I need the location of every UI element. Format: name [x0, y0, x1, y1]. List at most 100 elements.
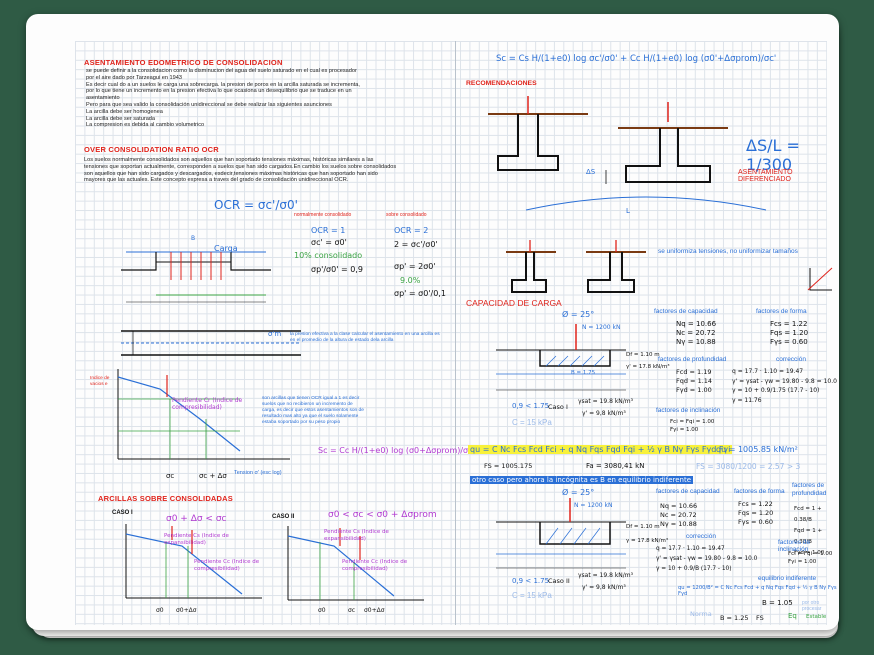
corr-title: corrección [776, 356, 806, 363]
top-formula: Sc = Cs H/(1+e0) log σc'/σ0' + Cc H/(1+e… [496, 54, 777, 64]
phi-2: Ø = 25° [562, 488, 595, 497]
ff-item: Fcs = 1.22 [770, 320, 808, 328]
fc2-item: Nγ = 10.88 [660, 520, 697, 528]
fi2-item: Fγi = 1.00 [788, 559, 817, 565]
ocr-line: tensiones que soportan actualmente, corr… [84, 163, 397, 170]
bearing-diagram-2 [496, 498, 626, 569]
intro-line: La arcilla debe ser saturada [86, 115, 156, 122]
recom-title: RECOMENDACIONES [466, 80, 537, 87]
l-label: L [626, 207, 630, 215]
fp-item: Fqd = 1.14 [676, 377, 713, 385]
corr-list: q = 17.7 · 1.10 = 19.47 γ' = γsat - γw =… [732, 367, 837, 405]
title-ocr: OVER CONSOLIDATION RATIO OCR [84, 145, 219, 154]
fp2-list: Fcd = 1 + 0.38/B Fqd = 1 + 0.38/B Fγd = … [794, 504, 839, 559]
b-fs: B = 1.25 [720, 614, 749, 622]
ff-item: Fqs = 1.20 [770, 329, 809, 337]
b-dim: B = 1.75 [571, 370, 596, 376]
caso-ii: Caso II [548, 577, 570, 585]
asent-dif: ASENTAMIENTO DIFERENCIADO [738, 169, 793, 183]
ocr-line: son aquellos que han sido cargados y des… [84, 170, 378, 177]
corr-item: q = 17.7 · 1.10 = 19.47 [732, 368, 804, 375]
eq-label: Eq [788, 612, 797, 620]
cap-title: CAPACIDAD DE CARGA [466, 298, 562, 308]
gsat-2: γsat = 19.8 kN/m³ [578, 572, 634, 579]
recom-footings [488, 96, 728, 184]
gamma-2: γ = 17.8 kN/m³ [626, 538, 669, 544]
ocr-line: mayores que las actuales. Este concepto … [84, 177, 349, 184]
estable: Estable [806, 614, 827, 620]
gw-1: γ' = 9,8 kN/m³ [582, 410, 626, 417]
fs-check: FS = 3080/1200 = 2.57 > 3 [696, 462, 801, 471]
corr2-item: γ = 10 + 0.9/B (17.7 - 10) [656, 566, 732, 572]
corr-item: γ' = γsat - γw = 19.80 - 9.8 = 10.0 [732, 377, 837, 385]
corr-item: γ = 10 + 0.9/1.75 (17.7 - 10) [732, 387, 820, 394]
b-result: B = 1.05 [762, 599, 793, 607]
crossed-footing-sketch [807, 267, 833, 291]
ff-list: Fcs = 1.22 Fqs = 1.20 Fγs = 0.60 [770, 320, 808, 347]
caso2-cond: σ0 < σc < σ0 + Δσprom [328, 510, 437, 520]
caso1-label: CASO I [112, 510, 133, 516]
fp2-item: Fγd = 1.00 [794, 550, 825, 556]
phi-1: Ø = 25° [562, 310, 595, 319]
ff2-item: Fγs = 0.60 [738, 518, 774, 526]
fi-title: factores de inclinación [656, 407, 721, 414]
clay-layer-diagram [121, 330, 301, 356]
norma: Norma [690, 610, 712, 618]
qu-formula-text: qu = C Nc Fcs Fcd Fci + q Nq Fqs Fqd Fqi… [470, 445, 731, 454]
footing-diagram [121, 251, 271, 303]
uniform-footings [506, 240, 646, 293]
otro-caso: otro caso pero ahora la incógnita es B e… [470, 476, 694, 484]
ocr1-eq2: σp'/σ0' = 0,9 [311, 265, 363, 274]
page-divider [455, 41, 456, 625]
corr2-item: q = 17.7 · 1.10 = 19.47 [656, 546, 725, 552]
ocr1-pct: 10% consolidado [294, 251, 363, 260]
ff2-list: Fcs = 1.22 Fqs = 1.20 Fγs = 0.60 [738, 500, 773, 527]
graph1-x2: σc + Δσ [199, 472, 227, 480]
caso2-pend-cc: Pendiente Cc (Indice de compresibilidad) [342, 559, 408, 572]
title-sobreconsolidadas: ARCILLAS SOBRE CONSOLIDADAS [98, 494, 233, 503]
fc-item: Nq = 10.66 [676, 320, 717, 328]
intro-line: por el aire dado por Tarzeagui en 1943 [86, 74, 182, 81]
caso2-x1: σ0 [318, 607, 326, 614]
sigma-m: σ'm [268, 330, 282, 338]
fc2-item: Nc = 20.72 [660, 511, 697, 519]
sc-formula: Sc = Cc H/(1+e0) log (σ0+Δσprom)/σ0 [318, 446, 474, 455]
fp2-title: factores de profundidad [792, 482, 827, 497]
ff2-item: Fcs = 1.22 [738, 500, 773, 508]
n-load-2: N = 1200 kN [574, 502, 613, 509]
fs-note: por otro procesar [802, 600, 822, 612]
b-label: B [191, 235, 196, 242]
caso1-pend-cc: Pendiente Cc (Indice de compresibilidad) [194, 559, 260, 572]
uniform-note: se uniformiza tensiones, no uniformizar … [658, 248, 798, 255]
fc-title: factores de capacidad [654, 308, 718, 315]
ocr2-title: OCR = 2 [394, 226, 429, 235]
fp2-item: Fcd = 1 + 0.38/B [794, 506, 822, 523]
ds-formula: ΔS/L = 1/300 [746, 136, 800, 174]
ocr2-pct: 9.0% [400, 276, 421, 285]
graph1-ylabel: Indice de vacios e [90, 376, 110, 387]
corr2-item: γ' = γsat - γw = 19.80 - 9.8 = 10.0 [656, 556, 758, 562]
caso2-graph [287, 526, 424, 601]
caso1-x2: σ0+Δσ [176, 607, 197, 614]
eq-formula: qu = 1200/B² = C Nc Fcs Fcd + q Nq Fqs F… [678, 585, 837, 597]
intro-line: La arcilla debe ser homogenea [86, 108, 163, 115]
graph1-pend-cr: Pendiente Cr (Indice de compresibilidad) [172, 397, 243, 411]
fi-item: Fγi = 1.00 [670, 427, 699, 433]
sobre-note: son arcillas que tienen OCR igual a 1 es… [262, 396, 364, 425]
caso2-label: CASO II [272, 514, 295, 520]
ff-title: factores de forma [756, 308, 807, 315]
caso2-x3: σ0+Δσ [364, 607, 385, 614]
compression-graph [117, 369, 290, 460]
intro-line: por lo que tiene un incremento en la pre… [86, 88, 352, 95]
fi2-title: factores de inclinación [778, 539, 811, 553]
graph1-x1: σc [166, 472, 175, 480]
fp-list: Fcd = 1.19 Fqd = 1.14 Fγd = 1.00 [676, 368, 712, 395]
intro-line: La compresion es debida al cambio volume… [86, 122, 205, 129]
fa-2: Fa = 3080,41 kN [586, 462, 645, 470]
eq-title: equilibrio indiferente [758, 575, 817, 582]
l-dimension [525, 196, 767, 211]
fp-item: Fγd = 1.00 [676, 386, 712, 394]
fs-suffix: FS [756, 614, 764, 622]
fp-item: Fcd = 1.19 [676, 368, 712, 376]
df-1: Df = 1.10 m [626, 352, 660, 358]
